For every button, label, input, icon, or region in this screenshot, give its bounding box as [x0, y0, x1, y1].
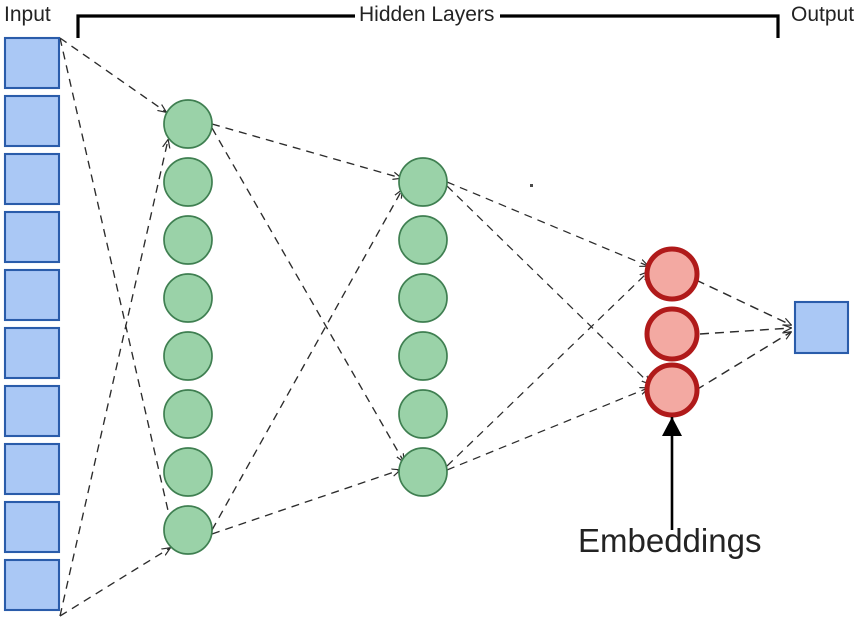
hidden-layers-bracket: [76, 14, 780, 38]
input-node[interactable]: [3, 384, 61, 438]
embedding-node[interactable]: [644, 362, 700, 418]
hidden-node[interactable]: [163, 331, 213, 381]
input-layer: [3, 36, 61, 612]
hidden-node[interactable]: [398, 331, 448, 381]
connections-embeddings-to-output: [695, 279, 791, 391]
input-node[interactable]: [3, 558, 61, 612]
hidden-node[interactable]: [398, 157, 448, 207]
input-node[interactable]: [3, 442, 61, 496]
connections-hidden1-to-hidden2: [211, 123, 404, 535]
hidden-node[interactable]: [398, 215, 448, 265]
connections-input-to-hidden1: [59, 37, 172, 617]
hidden-node[interactable]: [398, 447, 448, 497]
embedding-layer: [644, 246, 700, 418]
output-node[interactable]: [793, 300, 850, 355]
output-label: Output: [791, 3, 855, 26]
connections-hidden2-to-embeddings: [446, 181, 650, 471]
hidden-node[interactable]: [163, 505, 213, 555]
hidden-layers-label: Hidden Layers: [355, 4, 499, 25]
hidden-node[interactable]: [163, 273, 213, 323]
embedding-node[interactable]: [644, 306, 700, 362]
stray-mark: [530, 184, 533, 187]
input-label: Input: [4, 3, 51, 26]
hidden-layer-1: [163, 99, 213, 555]
hidden-node[interactable]: [398, 389, 448, 439]
hidden-node[interactable]: [163, 157, 213, 207]
hidden-layer-2: [398, 157, 448, 497]
input-node[interactable]: [3, 152, 61, 206]
embeddings-label: Embeddings: [578, 522, 762, 559]
input-node[interactable]: [3, 326, 61, 380]
hidden-node[interactable]: [163, 389, 213, 439]
hidden-node[interactable]: [163, 215, 213, 265]
output-layer: [793, 300, 850, 355]
hidden-node[interactable]: [163, 447, 213, 497]
input-node[interactable]: [3, 36, 61, 90]
input-node[interactable]: [3, 500, 61, 554]
input-node[interactable]: [3, 268, 61, 322]
input-node[interactable]: [3, 94, 61, 148]
embedding-node[interactable]: [644, 246, 700, 302]
hidden-node[interactable]: [398, 273, 448, 323]
input-node[interactable]: [3, 210, 61, 264]
hidden-node[interactable]: [163, 99, 213, 149]
